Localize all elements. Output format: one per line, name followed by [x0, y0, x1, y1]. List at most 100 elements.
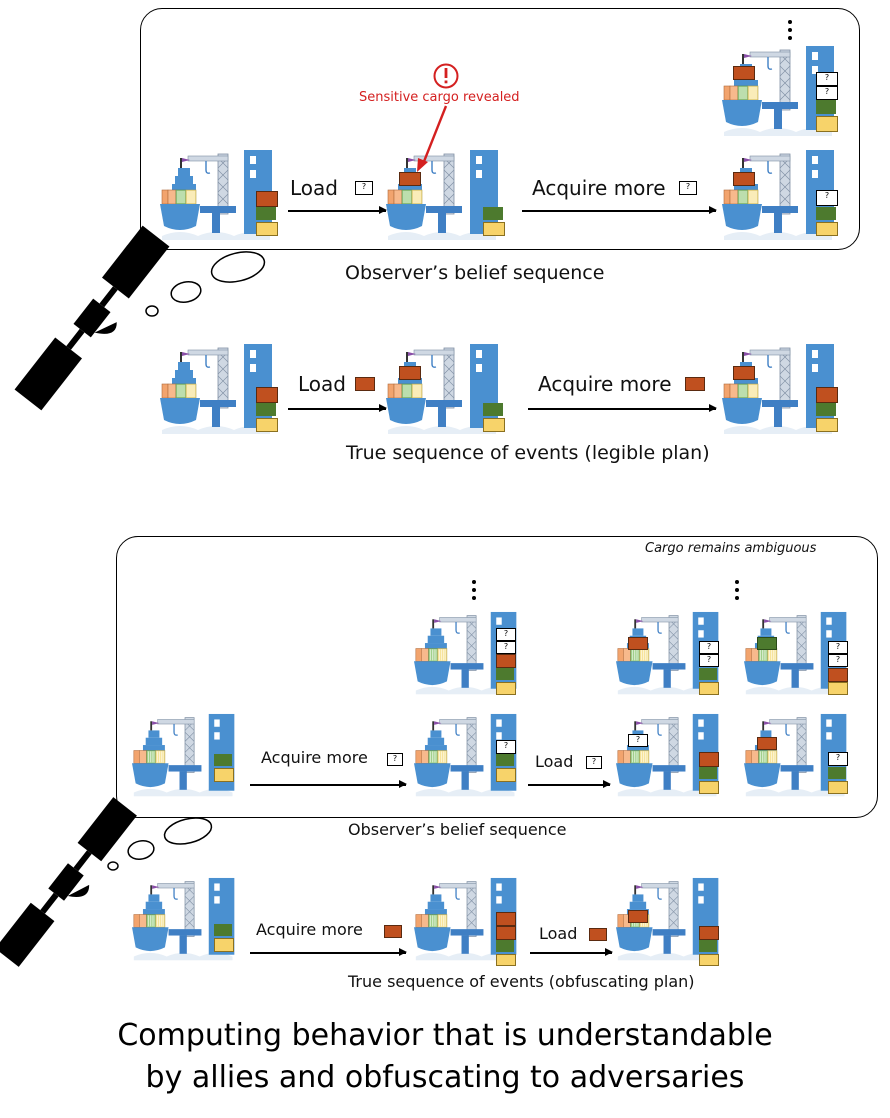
bottom-b4-ship-cargo: [757, 737, 777, 750]
top-true-arrow-1: [288, 405, 387, 411]
top-belief-acquire-label: Acquire more: [532, 176, 666, 200]
bottom-true-acquire-cargo: [384, 925, 402, 938]
bottom-b3-cargo: [699, 752, 719, 767]
top-t2-yellow: [483, 418, 505, 432]
bottom-b4-yellow: [828, 781, 848, 794]
top-t2-ship-cargo: [399, 366, 421, 380]
bottom-belief-acquire-unknown: ?: [387, 753, 403, 766]
top-b1-sensitive: [256, 191, 278, 207]
top-ellipsis-icon: [786, 20, 794, 44]
bottom-b2-green: [496, 754, 514, 766]
alert-arrow: [417, 105, 448, 172]
top-t1-green: [256, 403, 276, 416]
bottom-alt1-unknown-1: ?: [496, 628, 516, 641]
bottom-b2-unknown: ?: [496, 740, 516, 754]
bottom-t3-ship-cargo: [628, 910, 648, 923]
bottom-belief-arrow-2: [528, 781, 611, 787]
bottom-b2-yellow: [496, 768, 516, 782]
top-alt-unknown-2: ?: [816, 86, 838, 100]
bottom-b3-green: [699, 767, 717, 779]
bottom-b4-unknown: ?: [828, 752, 848, 766]
top-t3-ship-cargo: [733, 366, 755, 380]
top-t1-yellow: [256, 418, 278, 432]
bottom-alt2-ship-cargo: [628, 637, 648, 650]
bottom-alt3-cargo: [828, 668, 848, 682]
bottom-b1-green: [214, 754, 232, 766]
bottom-ellipsis-icon-2: [733, 580, 741, 604]
top-true-acquire-label: Acquire more: [538, 372, 672, 396]
bottom-t3-green: [699, 940, 717, 952]
bottom-alt3-yellow: [828, 682, 848, 695]
top-alt-unknown-1: ?: [816, 72, 838, 86]
top-belief-load-unknown: ?: [355, 181, 373, 195]
top-true-load-label: Load: [298, 372, 346, 396]
main-caption-line-1: Computing behavior that is understandabl…: [117, 1018, 773, 1053]
bottom-true-arrow-2: [530, 949, 613, 955]
bottom-true-load-cargo: [589, 928, 607, 941]
top-b2-green: [483, 207, 503, 220]
satellite-icon: [0, 797, 137, 967]
top-alt-green: [816, 100, 836, 114]
bottom-alt3-unknown-1: ?: [828, 641, 848, 654]
bottom-alt1-cargo: [496, 654, 516, 668]
bottom-t2-yellow: [496, 954, 516, 966]
top-alt-ship-cargo: [733, 66, 755, 80]
bottom-alt2-green: [699, 668, 717, 680]
bottom-alt1-green: [496, 668, 514, 680]
alert-label: Sensitive cargo revealed: [359, 90, 520, 105]
top-belief-arrow-2: [522, 207, 717, 213]
top-belief-acquire-unknown: ?: [679, 181, 697, 195]
bottom-alt3-unknown-2: ?: [828, 654, 848, 667]
bottom-true-acquire-label: Acquire more: [256, 920, 363, 939]
top-b3-ship-cargo: [733, 172, 755, 186]
bottom-belief-acquire-label: Acquire more: [261, 748, 368, 767]
top-true-arrow-2: [528, 405, 717, 411]
top-belief-arrow-1: [288, 207, 387, 213]
top-true-caption: True sequence of events (legible plan): [346, 442, 710, 464]
top-b1-green: [256, 207, 276, 220]
bottom-belief-load-unknown: ?: [586, 756, 602, 769]
bottom-alt2-yellow: [699, 682, 719, 695]
bottom-t3-yellow: [699, 954, 719, 966]
bottom-alt2-unknown-1: ?: [699, 641, 719, 654]
top-t3-yellow: [816, 418, 838, 432]
bottom-alt2-unknown-2: ?: [699, 654, 719, 667]
bottom-t1-green: [214, 924, 232, 936]
top-b2-ship-cargo: [399, 172, 421, 186]
bottom-alt3-ship-cargo: [757, 637, 777, 650]
bottom-alt1-yellow: [496, 682, 516, 695]
top-true-load-cargo: [355, 377, 375, 391]
bottom-belief-caption: Observer’s belief sequence: [348, 820, 567, 839]
bottom-t1-yellow: [214, 938, 234, 952]
top-t2-green: [483, 403, 503, 416]
thought-bubble: [107, 817, 213, 871]
main-caption-line-2: by allies and obfuscating to adversaries: [145, 1060, 745, 1095]
bottom-note: Cargo remains ambiguous: [645, 541, 817, 556]
top-b1-yellow: [256, 222, 278, 236]
top-alt-yellow: [816, 116, 838, 132]
top-belief-caption: Observer’s belief sequence: [345, 262, 605, 284]
bottom-t3-cargo: [699, 926, 719, 940]
top-t1-sensitive: [256, 387, 278, 403]
bottom-belief-arrow-1: [250, 781, 407, 787]
top-b3-unknown: ?: [816, 190, 838, 206]
satellite-icon: [14, 225, 170, 411]
alert-icon: [433, 63, 459, 89]
bottom-t2-cargo-2: [496, 926, 516, 940]
bottom-b1-yellow: [214, 768, 234, 782]
bottom-ellipsis-icon-1: [470, 580, 478, 604]
top-t3-green: [816, 403, 836, 416]
top-belief-load-label: Load: [290, 176, 338, 200]
bottom-belief-load-label: Load: [535, 752, 574, 771]
top-b3-yellow: [816, 222, 838, 236]
thought-bubble: [145, 251, 266, 317]
top-t3-new-cargo: [816, 387, 838, 403]
bottom-t2-green: [496, 940, 514, 952]
bottom-t2-cargo-1: [496, 912, 516, 926]
bottom-b3-ship-unknown: ?: [628, 734, 648, 747]
bottom-true-caption: True sequence of events (obfuscating pla…: [348, 972, 695, 991]
bottom-true-load-label: Load: [539, 924, 578, 943]
bottom-true-arrow-1: [250, 949, 407, 955]
top-true-acquire-cargo: [685, 377, 705, 391]
